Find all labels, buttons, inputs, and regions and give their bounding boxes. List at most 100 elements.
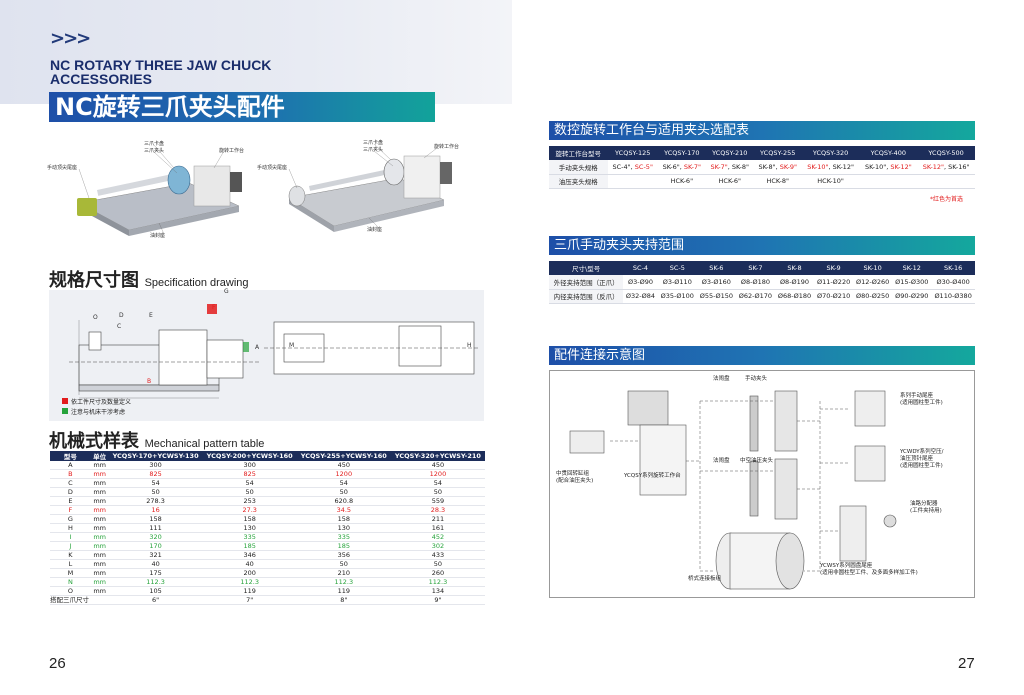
mech-header-cell: 单位 [90, 451, 109, 461]
manual-chuck-cell: SK-7", SK-8" [705, 160, 754, 175]
product-photo-panel: 三爪卡盘 三爪夹头 旋转工作台 手动顶尖尾座 油封座 三爪卡盘 三爪夹头 旋转工… [47, 128, 484, 254]
connection-diagram-title: 配件连接示意图 [549, 346, 975, 365]
mech-cell: 40 [108, 559, 203, 570]
mech-cell: M [50, 568, 91, 579]
mech-cell: C [50, 478, 91, 489]
manual-chuck-cell: SK-8", SK-9" [753, 160, 802, 175]
mech-cell: 320 [108, 532, 203, 543]
preferred-note: *红色为首选 [930, 196, 964, 203]
manual-chuck-cell: SK-10", SK-12" [801, 160, 860, 175]
hydraulic-chuck-cell [917, 174, 975, 189]
mech-cell: 28.3 [390, 505, 485, 516]
mech-cell: 112.3 [390, 577, 485, 588]
spec-drawing-title-en: Specification drawing [144, 277, 249, 289]
mech-cell: O [50, 586, 91, 597]
mech-cell: A [50, 461, 91, 471]
left-tailstock [77, 198, 97, 216]
hydraulic-chuck-label: 油压夹头规格 [549, 174, 608, 189]
mech-cell: 175 [108, 568, 203, 579]
mech-cell: 50 [390, 559, 485, 570]
chinese-title-bar [49, 92, 435, 122]
manual-chuck-spec: , SK-12" [828, 162, 854, 171]
spec-drawing-title-cn: 规格尺寸图 [49, 270, 139, 291]
dim-G: G [224, 288, 229, 295]
mech-cell: 450 [296, 461, 391, 471]
callout-left-4: 手动顶尖尾座 [47, 165, 78, 171]
mech-cell: 111 [108, 523, 203, 534]
mech-cell: 112.3 [202, 577, 297, 588]
manual-chuck-cell: SK-12", SK-16" [917, 160, 975, 175]
mech-cell: 335 [202, 532, 297, 543]
mech-table-title-cn: 机械式样表 [49, 431, 139, 452]
mech-cell: H [50, 523, 91, 534]
mech-cell: 200 [202, 568, 297, 579]
mech-header-cell: YCQSY-320+YCWSY-210 [390, 451, 485, 461]
mech-cell: 158 [202, 514, 297, 525]
hydraulic-chuck-cell: HCK-8" [753, 174, 802, 189]
mech-cell: 185 [296, 541, 391, 552]
mech-cell: 7" [202, 595, 297, 606]
spec-drawing-title: 规格尺寸图 Specification drawing [49, 266, 249, 292]
legend-red-swatch [62, 398, 68, 404]
mech-cell: 825 [108, 469, 203, 480]
mech-cell: 119 [296, 586, 391, 597]
mech-cell: D [50, 487, 91, 498]
mech-cell: 452 [390, 532, 485, 543]
mech-header-cell: 型号 [50, 451, 91, 461]
selection-header-cell: YCQSY-400 [859, 146, 918, 160]
left-rotary-table [193, 165, 231, 207]
spec-drawing-panel: G F D E O C A B M H [49, 288, 484, 421]
mech-cell: 50 [296, 487, 391, 498]
clamp-range-cell: Ø32-Ø84 [623, 289, 658, 304]
mech-cell [90, 595, 109, 606]
mech-cell: 211 [390, 514, 485, 525]
mech-cell: mm [90, 478, 109, 489]
legend-green-label: 注意与机床干涉考虑 [71, 408, 126, 416]
right-rotary-table [403, 155, 441, 199]
mech-cell: 170 [108, 541, 203, 552]
clamp-range-cell: Ø8-Ø180 [735, 275, 775, 290]
manual-chuck-spec: SC-5" [634, 162, 653, 171]
right-chuck [383, 158, 405, 186]
mech-cell: 300 [202, 461, 297, 471]
mech-cell: 158 [108, 514, 203, 525]
mech-cell: mm [90, 496, 109, 507]
mech-cell: mm [90, 541, 109, 552]
mech-cell: K [50, 550, 91, 561]
mech-cell: 搭配三爪尺寸 [50, 595, 91, 606]
manual-chuck-spec: SK-12" [922, 162, 945, 171]
mech-cell: 210 [296, 568, 391, 579]
selection-header-cell: YCQSY-125 [607, 146, 658, 160]
mech-cell: 130 [296, 523, 391, 534]
manual-chuck-cell: SC-4", SC-5" [607, 160, 658, 175]
left-chuck [167, 165, 191, 195]
clamp-range-cell: Ø35-Ø100 [657, 289, 697, 304]
dim-B: B [147, 378, 152, 385]
callout-right-3: 旋转工作台 [434, 144, 460, 150]
mech-cell: mm [90, 532, 109, 543]
selection-header-cell: YCQSY-500 [917, 146, 975, 160]
clamp-range-cell: Ø8-Ø190 [774, 275, 815, 290]
page-number-left: 26 [49, 655, 66, 672]
dim-M: M [289, 342, 295, 349]
manual-chuck-spec: SK-9" [779, 162, 797, 171]
mech-cell: mm [90, 505, 109, 516]
clamp-range-cell: Ø3-Ø90 [623, 275, 658, 290]
mech-cell: 6" [108, 595, 203, 606]
mech-cell: G [50, 514, 91, 525]
hydraulic-chuck-cell: HCK-10" [801, 174, 860, 189]
product-photos [77, 143, 452, 236]
manual-chuck-spec: , SK-16" [944, 162, 970, 171]
mech-header-cell: YCQSY-200+YCWSY-160 [202, 451, 297, 461]
mech-cell: 54 [108, 478, 203, 489]
mech-cell: 27.3 [202, 505, 297, 516]
